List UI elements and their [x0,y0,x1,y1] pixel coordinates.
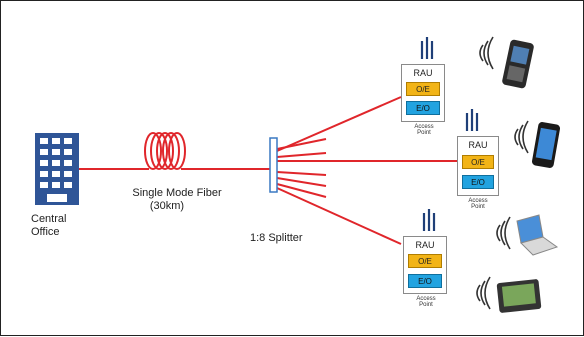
access-point-label-line2: Point [419,302,433,309]
access-point-label-3: Access Point [409,296,443,309]
oe-converter: O/E [408,254,442,268]
rau-title: RAU [413,68,433,78]
wireless-signal-icon [479,36,494,70]
splitter-label: 1:8 Splitter [250,232,303,244]
eo-converter: E/O [462,175,494,189]
access-point-label-1: Access Point [407,124,441,137]
phone-icon [502,39,534,89]
oe-converter: O/E [462,155,494,169]
splitter-icon [269,137,278,193]
rau-title: RAU [468,140,488,150]
fiber-coil-icon [144,132,186,170]
eo-converter: E/O [406,101,440,115]
access-point-label-line1: Access [416,296,436,302]
central-office-label-line1: Central [31,213,67,225]
rau-box-2: RAU O/E E/O [457,136,499,196]
tablet-icon [496,279,542,313]
oe-converter: O/E [406,82,440,96]
central-office-label: Central Office [31,213,66,238]
phone-icon [531,122,561,168]
antenna-icon [420,37,434,59]
eo-converter: E/O [408,274,442,288]
rau-box-3: RAU O/E E/O [403,236,447,294]
rau-box-1: RAU O/E E/O [401,64,445,122]
access-point-label-line2: Point [471,204,485,211]
access-point-label-line2: Point [417,130,431,137]
access-point-label-line1: Access [468,198,488,204]
rau-title: RAU [415,240,435,250]
access-point-label-line1: Access [414,124,434,130]
laptop-icon [516,214,559,256]
building-icon [35,133,79,205]
fiber-label-line1: Single Mode Fiber [132,187,222,199]
splitter-outputs [276,96,457,245]
wireless-signal-icon [476,276,491,310]
access-point-label-2: Access Point [461,198,495,211]
central-office-label-line2: Office [31,225,60,238]
fiber-label: Single Mode Fiber (30km) [127,187,227,212]
antenna-icon [422,209,436,231]
antenna-icon [465,109,479,131]
wireless-signal-icon [496,216,511,250]
wireless-signal-icon [514,120,529,154]
fiber-label-line2: (30km) [149,199,185,212]
